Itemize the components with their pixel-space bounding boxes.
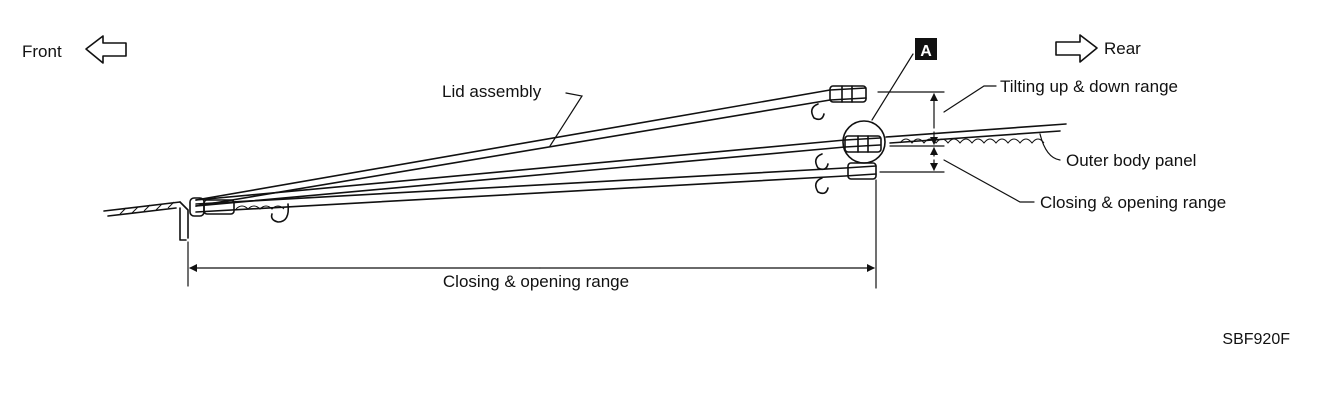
outer-body-panel-rear [885,123,1067,144]
callout-marker-box [915,38,937,60]
front-seal [189,197,290,223]
tilting-range-dimension [877,91,945,147]
rear-label: Rear [1104,39,1141,58]
figure-code: SBF920F [1222,331,1290,348]
lid-assembly-leader [549,92,583,147]
front-label: Front [22,42,62,61]
lid-lowered-position [195,162,877,213]
closing-range-vertical-dimension [879,147,945,173]
detail-circle [842,120,886,164]
outer-body-panel-leader [1039,133,1061,161]
closing-range-right-label: Closing & opening range [1040,193,1226,212]
callout-leader [871,53,914,121]
outer-body-panel-label: Outer body panel [1066,151,1196,170]
outer-body-panel-front [103,201,189,241]
tilting-range-label: Tilting up & down range [1000,77,1178,96]
lid-tilted-up-position [195,85,867,207]
front-arrow-icon [85,35,127,64]
closing-range-horizontal-dimension [187,179,877,289]
lid-closed-position [195,135,882,207]
callout-marker-text: A [920,43,932,60]
closing-range-bottom-label: Closing & opening range [443,272,629,291]
closing-range-right-leader [943,159,1035,203]
tilting-range-leader [943,85,997,113]
rear-arrow-icon [1055,34,1098,63]
lid-assembly-label: Lid assembly [442,82,542,101]
